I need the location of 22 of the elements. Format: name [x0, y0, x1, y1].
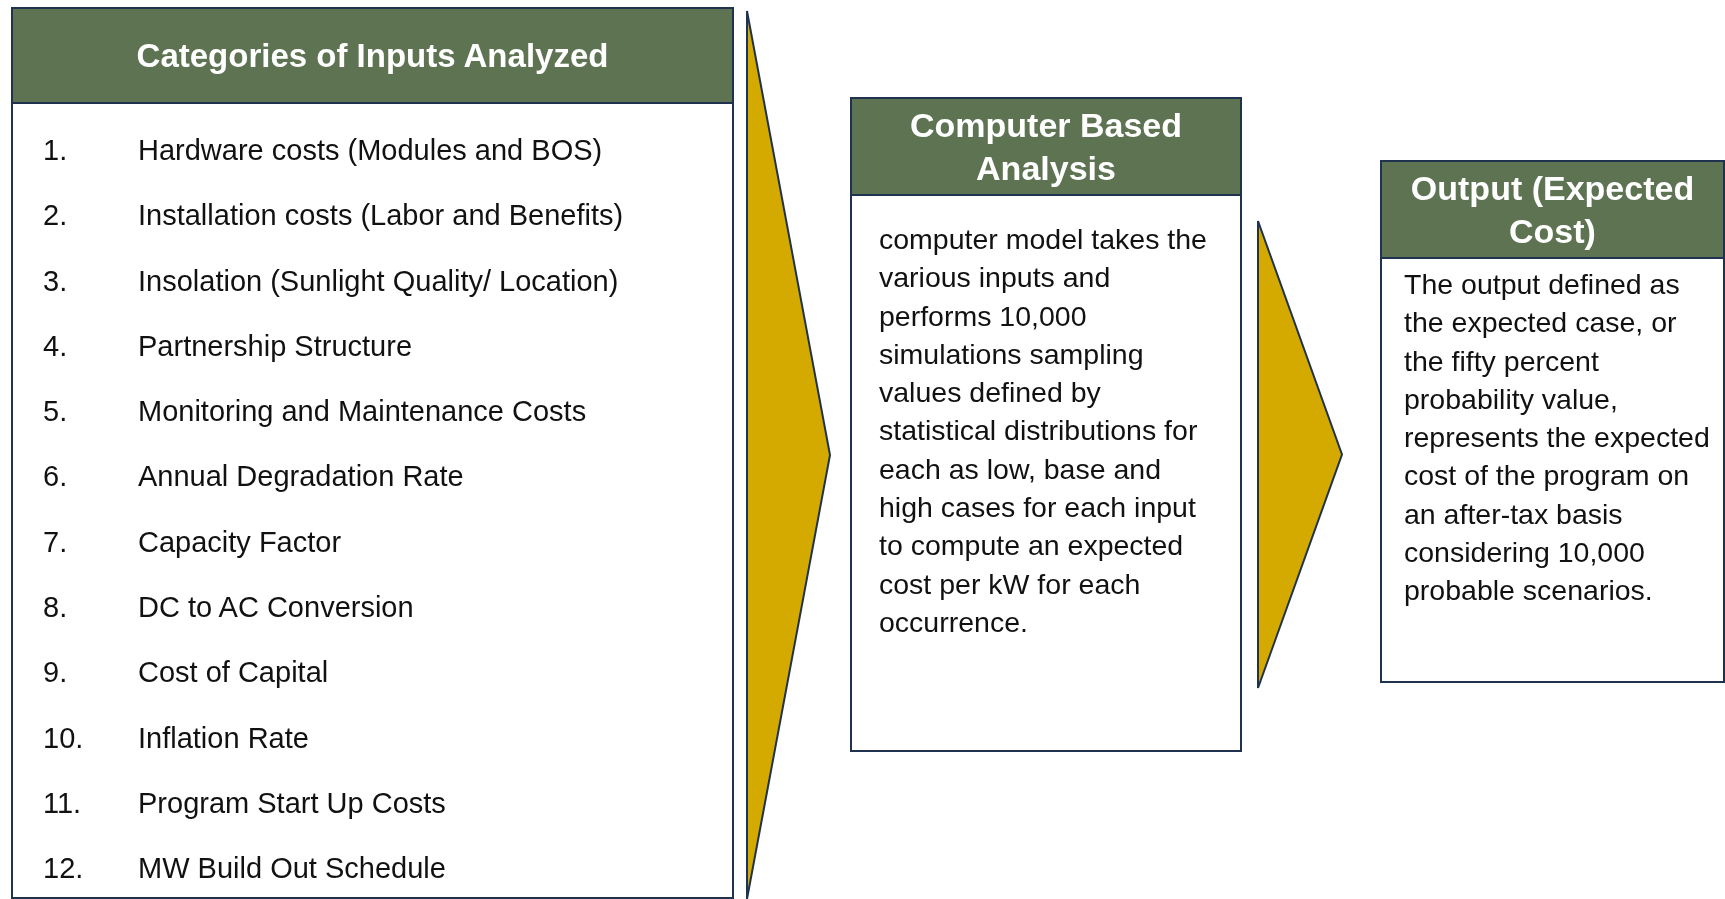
description-text: computer model takes the various inputs and performs 10,000 simulations sampling values defined by statistical distributions for each as low, base and high cases for each input to compute an expected cost per kW for each occurrence. — [878, 222, 1208, 640]
list-item: 8. DC to AC Conversion — [43, 590, 415, 626]
list-item: 12. MW Build Out Schedule — [43, 851, 447, 887]
panel-box — [1380, 160, 1725, 683]
list-item: 6. Annual Degradation Rate — [43, 459, 465, 495]
list-item: 9. Cost of Capital — [43, 655, 330, 691]
list-item: 3. Insolation (Sunlight Quality/ Location) — [43, 263, 620, 299]
panel-heading: Categories of Inputs Analyzed — [13, 9, 732, 104]
list-item: 10. Inflation Rate — [43, 720, 310, 756]
panel-box — [11, 7, 734, 899]
list-item: 1. Hardware costs (Modules and BOS) — [43, 133, 604, 168]
description-text: The output defined as the expected case, or the fifty percent probability value, represents the expected cost of the program on an after-tax basis considering 10,000 probable scenarios. — [1403, 267, 1711, 609]
chevron-arrow — [1257, 220, 1344, 689]
list-item: 11. Program Start Up Costs — [43, 785, 447, 821]
panel-heading: Output (Expected Cost) — [1382, 162, 1723, 259]
chevron-arrow — [746, 10, 831, 899]
panel-heading: Computer Based Analysis — [852, 99, 1240, 196]
panel-box — [850, 97, 1242, 752]
list-item: 4. Partnership Structure — [43, 328, 413, 364]
list-item: 5. Monitoring and Maintenance Costs — [43, 394, 588, 430]
list-item: 7. Capacity Factor — [43, 524, 343, 560]
list-item: 2. Installation costs (Labor and Benefits) — [43, 198, 625, 234]
